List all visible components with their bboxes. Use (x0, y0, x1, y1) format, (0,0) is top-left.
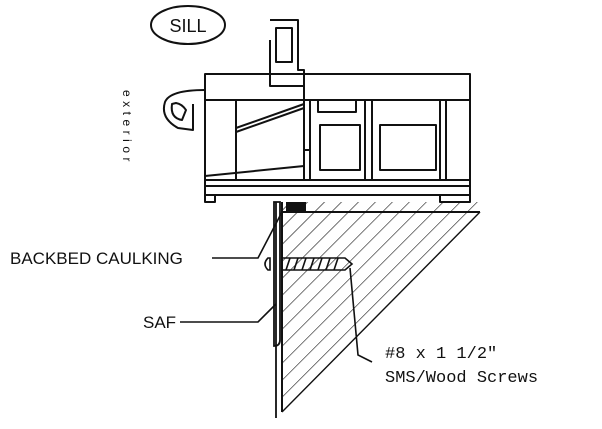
leader-lines (180, 211, 373, 363)
wall-substrate (281, 202, 481, 413)
caulking-leader (212, 211, 283, 259)
screw-callout-line2: SMS/Wood Screws (385, 369, 538, 388)
wood-screw (264, 257, 354, 271)
caulking-callout: BACKBED CAULKING (10, 249, 183, 268)
screw-callout-line1: #8 x 1 1/2" (385, 345, 497, 364)
backbed-caulking-bead (286, 202, 306, 212)
sill-title-badge: SILL (150, 5, 226, 45)
sill-title-text: SILL (169, 16, 206, 36)
screw-leader (349, 267, 373, 363)
exterior-side-label: exterior (120, 90, 134, 166)
sill-extrusion-profile (162, 19, 471, 203)
saf-leader (180, 303, 277, 323)
saf-flange (273, 201, 281, 418)
saf-callout: SAF (143, 313, 176, 332)
